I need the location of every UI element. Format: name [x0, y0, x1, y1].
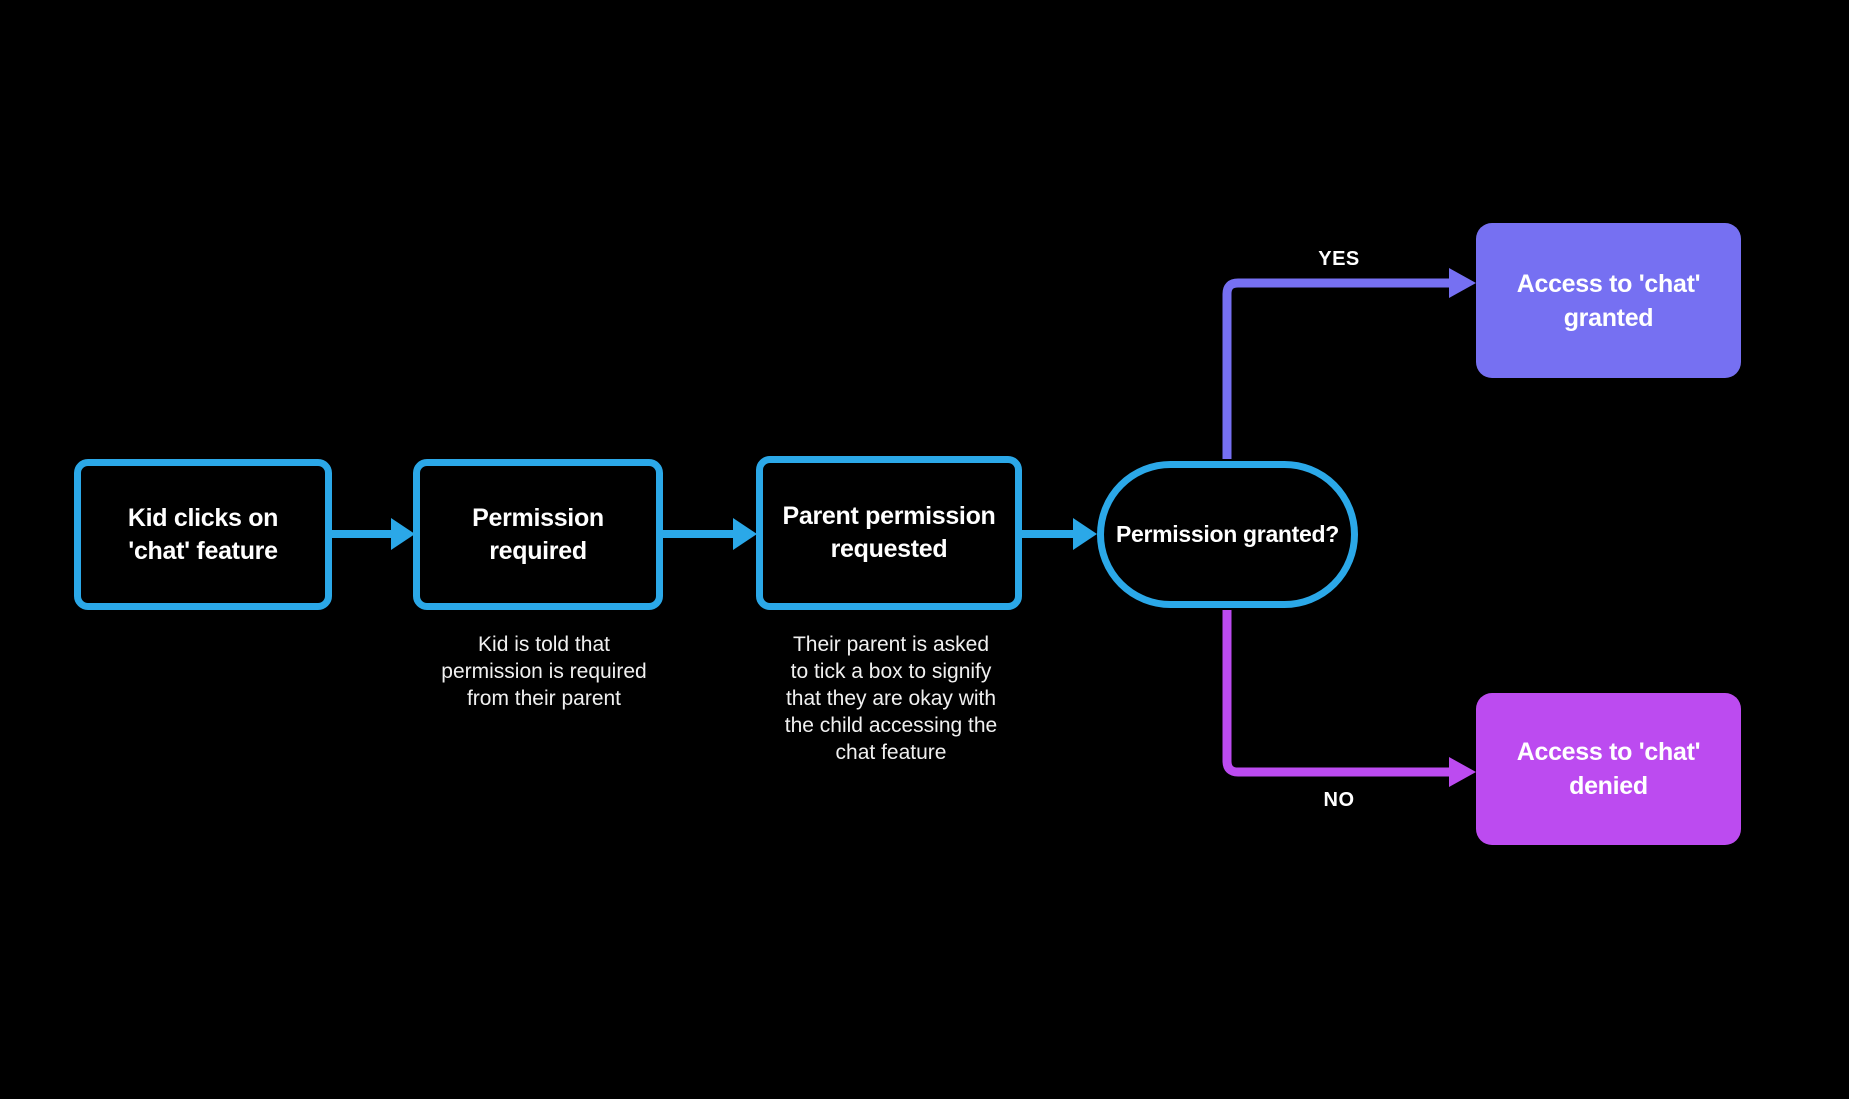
node-access-denied: Access to 'chat'denied: [1476, 693, 1741, 845]
arrow-yes-to-granted: [1222, 268, 1476, 459]
arrow-no-to-denied: [1222, 610, 1476, 787]
arrow-kid-to-permission: [332, 518, 415, 550]
no-branch-label: NO: [1323, 789, 1355, 811]
node-access-granted: Access to 'chat'granted: [1476, 223, 1741, 378]
arrow-parent-to-decision: [1022, 518, 1097, 550]
node-permission-granted-decision: Permission granted?: [1097, 461, 1358, 608]
node-kid-clicks-chat: Kid clicks on'chat' feature: [74, 459, 332, 610]
yes-branch-label: YES: [1318, 248, 1360, 270]
arrow-permission-to-parent: [663, 518, 757, 550]
